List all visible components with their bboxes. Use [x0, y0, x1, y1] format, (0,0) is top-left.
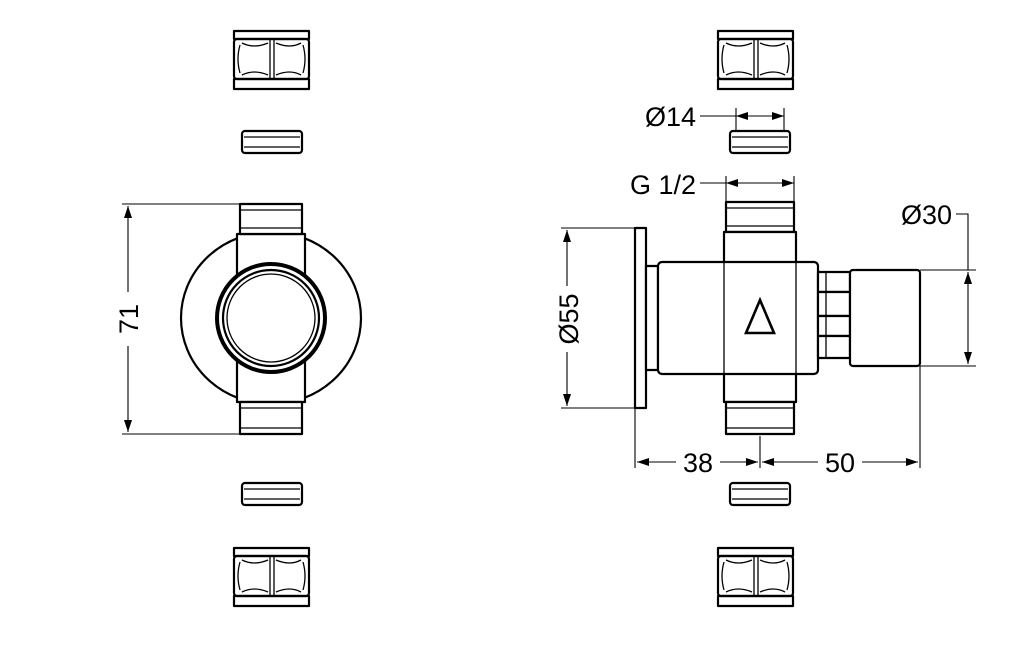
dim-label-dia-14: Ø14 [645, 102, 696, 132]
front-top-nut [232, 29, 311, 91]
triangle-icon [744, 296, 776, 335]
dim-label-50: 50 [825, 448, 855, 478]
front-bottom-nut [232, 546, 311, 608]
dim-depths: 38 50 [634, 366, 921, 478]
dim-label-thread: G 1/2 [630, 170, 696, 200]
dim-label-dia-30: Ø30 [901, 200, 952, 230]
dim-height-71: 71 [114, 203, 240, 435]
dim-thread: G 1/2 [630, 170, 795, 202]
dim-dia-14: Ø14 [645, 102, 785, 132]
side-bottom-nut [716, 546, 795, 608]
dim-label-38: 38 [683, 448, 713, 478]
dim-label-height: 71 [114, 304, 144, 334]
side-view: Ø14 G 1/2 Ø30 Ø55 [554, 29, 976, 608]
side-bottom-washer [728, 481, 792, 507]
front-bottom-washer [240, 481, 304, 507]
side-valve-body [633, 200, 922, 436]
side-top-washer [728, 129, 792, 155]
dim-label-dia-55: Ø55 [554, 293, 584, 344]
dim-dia-30: Ø30 [901, 200, 976, 367]
side-top-nut [716, 29, 795, 91]
front-top-washer [240, 129, 304, 155]
dim-dia-55: Ø55 [554, 227, 635, 409]
front-view: 71 [114, 29, 363, 608]
front-valve-body [179, 202, 363, 436]
